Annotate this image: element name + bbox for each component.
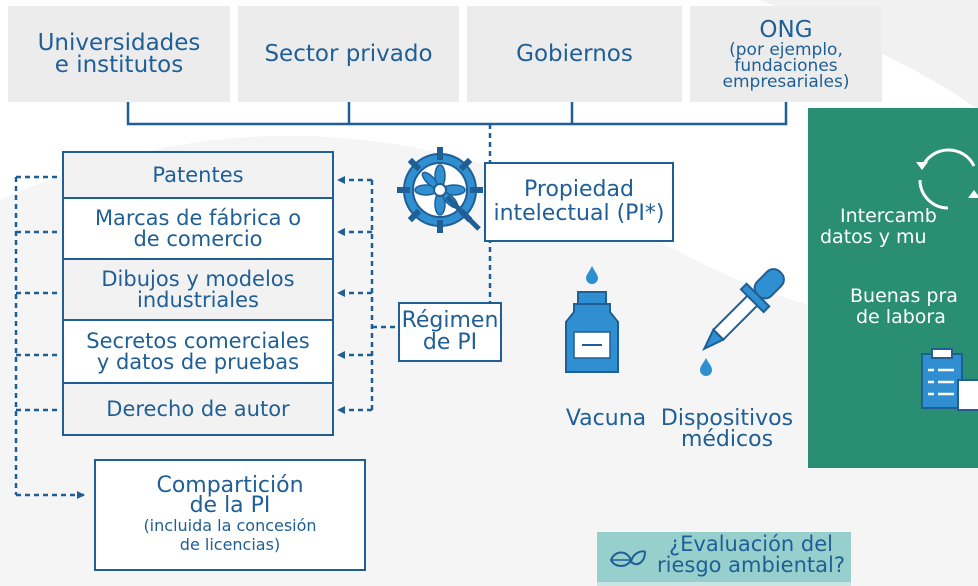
env-risk-strip — [597, 582, 851, 586]
recycle-arrows-icon — [916, 148, 978, 210]
ip-center-line1: Propiedad — [524, 177, 634, 202]
panel-text-2: Buenas pra de labora — [850, 286, 978, 328]
vaccine-label: Vacuna — [565, 406, 647, 431]
dropper-icon — [700, 268, 785, 376]
ip-type-copyright: Derecho de autor — [62, 382, 334, 436]
leaves-icon — [609, 550, 647, 567]
universities-line2: e institutos — [54, 52, 184, 78]
stakeholder-private-sector: Sector privado — [238, 6, 459, 102]
env-risk-box: ¿Evaluación del riesgo ambiental? — [597, 532, 851, 586]
ip-type-label: Marcas de fábrica o — [94, 205, 302, 230]
ip-type-trademarks: Marcas de fábrica o de comercio — [62, 197, 334, 260]
ngo-title: ONG — [759, 17, 813, 43]
ip-type-label: Derecho de autor — [106, 396, 290, 421]
stakeholder-universities: Universidades e institutos — [8, 6, 230, 102]
panel-text-1: Intercamb datos y mu — [820, 205, 978, 248]
devices-label: Dispositivos médicos — [652, 406, 802, 452]
ip-type-label: Secretos comerciales — [86, 328, 310, 353]
ip-type-label: Patentes — [152, 162, 244, 187]
sharing-title-line2: de la PI — [189, 493, 271, 518]
panel-line: Buenas pra — [850, 285, 958, 307]
vaccine-vial-icon — [565, 266, 619, 373]
private-sector-label: Sector privado — [264, 41, 433, 67]
ip-center-line2: intelectual (PI*) — [493, 201, 665, 226]
governments-label: Gobiernos — [516, 41, 633, 67]
data-sharing-panel: Intercamb datos y mu Buenas pra de labor… — [808, 108, 978, 468]
ip-center-box: Propiedad intelectual (PI*) — [484, 162, 674, 242]
env-risk-line1: ¿Evaluación del — [668, 532, 834, 556]
devices-line1: Dispositivos — [660, 406, 794, 431]
ip-regime-line2: de PI — [422, 330, 478, 355]
clipboard-icon — [921, 348, 978, 411]
ip-regime-line1: Régimen — [401, 308, 499, 333]
env-risk-label: ¿Evaluación del riesgo ambiental? — [653, 534, 849, 576]
ngo-note-line3: empresariales) — [722, 72, 850, 92]
ngo-note-line2: fundaciones — [734, 56, 838, 76]
panel-line: de labora — [856, 306, 946, 328]
ip-type-trade-secrets: Secretos comerciales y datos de pruebas — [62, 319, 334, 384]
ip-type-label: y datos de pruebas — [96, 349, 300, 374]
devices-line2: médicos — [680, 427, 774, 452]
ip-type-patents: Patentes — [62, 151, 334, 199]
ip-type-label: de comercio — [133, 226, 263, 251]
ngo-note-line1: (por ejemplo, — [729, 40, 843, 60]
stakeholder-ngo: ONG (por ejemplo, fundaciones empresaria… — [690, 6, 882, 102]
sharing-note-line2: de licencias) — [179, 535, 281, 554]
universities-line1: Universidades — [37, 30, 201, 56]
ip-type-label: industriales — [136, 287, 259, 312]
panel-line: datos y mu — [820, 226, 927, 248]
ip-regime-box: Régimen de PI — [398, 302, 502, 362]
stakeholder-governments: Gobiernos — [467, 6, 682, 102]
ip-sharing-box: Compartición de la PI (incluida la conce… — [94, 459, 366, 571]
ip-type-label: Dibujos y modelos — [101, 266, 295, 291]
sharing-title-line1: Compartición — [156, 473, 304, 498]
sharing-note-line1: (incluida la concesión — [143, 516, 317, 535]
ip-type-designs: Dibujos y modelos industriales — [62, 258, 334, 321]
env-risk-line2: riesgo ambiental? — [657, 553, 845, 577]
panel-line: Intercamb — [840, 205, 937, 227]
gear-wheel-icon — [397, 147, 483, 233]
